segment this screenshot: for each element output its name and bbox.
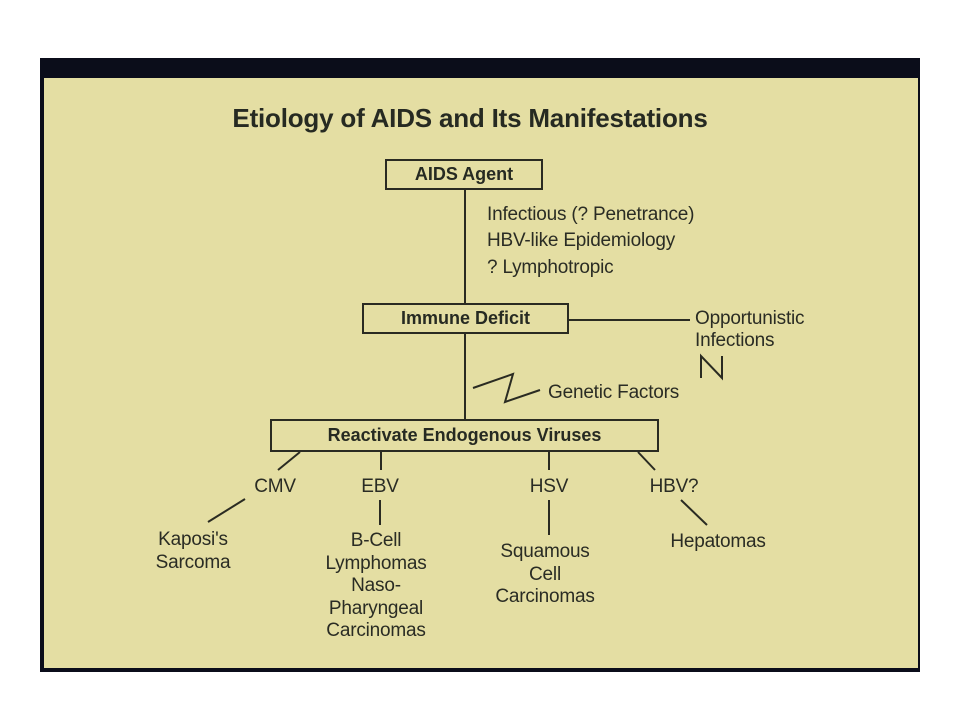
branch-cmv [277, 451, 301, 471]
slide [44, 78, 918, 668]
aids-agent-box: AIDS Agent [385, 159, 543, 190]
slide-title: Etiology of AIDS and Its Manifestations [232, 103, 708, 133]
opportunistic-zigzag [700, 353, 723, 381]
agent-note: Infectious (? Penetrance) [487, 204, 695, 225]
virus-hsv: HSV [529, 476, 569, 497]
virus-cmv: CMV [254, 476, 296, 497]
outcome-line: Cell [529, 563, 561, 585]
outcome-line: Carcinomas [495, 586, 595, 607]
virus-ebv: EBV [361, 476, 399, 497]
genetic-zigzag [472, 372, 541, 404]
outcome-line: Hepatomas [670, 531, 766, 552]
immune-deficit-box: Immune Deficit [362, 303, 569, 334]
genetic-factors-label: Genetic Factors [548, 382, 680, 403]
outcome-line: Lymphomas [325, 552, 427, 574]
outcome-line: Squamous [500, 541, 590, 562]
agent-note: HBV-like Epidemiology [487, 230, 675, 251]
outcome-line: B-Cell [350, 530, 402, 551]
cmv-outcome: Kaposi's Sarcoma [156, 529, 231, 574]
reactivate-viruses-box: Reactivate Endogenous Viruses [270, 419, 659, 452]
virus-hbv: HBV? [649, 476, 699, 497]
outcome-line: Sarcoma [155, 551, 231, 573]
ebv-outcome: B-Cell Lymphomas Naso- Pharyngeal Carcin… [326, 530, 427, 643]
opportunistic-label: Opportunistic [695, 308, 805, 329]
opportunistic-label: Infections [695, 330, 775, 351]
agent-note: ? Lymphotropic [487, 257, 614, 278]
outcome-line: Kaposi's [158, 529, 228, 550]
branch-hbv [637, 451, 656, 471]
outcome-line: Pharyngeal [328, 597, 424, 619]
outcome-line: Carcinomas [326, 620, 426, 641]
cmv-outcome-line [207, 498, 246, 523]
hbv-outcome-line [680, 499, 708, 526]
hbv-outcome: Hepatomas [670, 531, 766, 554]
outcome-line: Naso- [351, 575, 401, 596]
hsv-outcome: Squamous Cell Carcinomas [495, 541, 595, 609]
